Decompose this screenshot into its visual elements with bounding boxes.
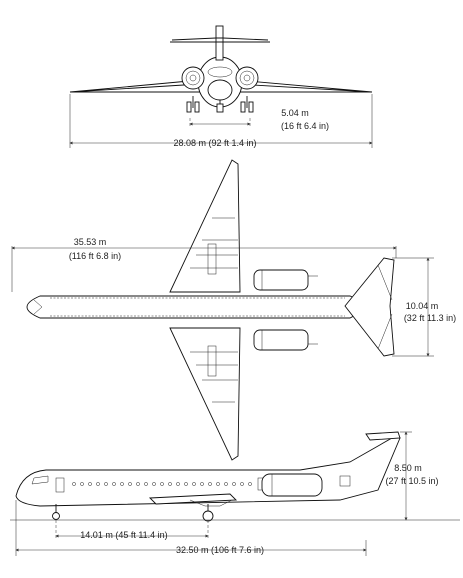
height-metric-label: 8.50 m <box>394 463 422 473</box>
overall-length-imperial-label: (116 ft 6.8 in) <box>69 251 121 261</box>
tailspan-imperial-label: (32 ft 11.3 in) <box>404 313 456 323</box>
wingspan-label: 28.08 m (92 ft 1.4 in) <box>173 138 256 148</box>
top-view: 35.53 m (116 ft 6.8 in) 10.04 m (32 ft 1… <box>11 159 456 461</box>
fuselage-length-label: 32.50 m (106 ft 7.6 in) <box>176 545 264 555</box>
cabin-windows <box>72 482 252 486</box>
track-imperial-label: (16 ft 6.4 in) <box>281 121 329 131</box>
wheelbase-label: 14.01 m (45 ft 11.4 in) <box>80 530 167 540</box>
height-imperial-label: (27 ft 10.5 in) <box>385 476 438 486</box>
track-metric-label: 5.04 m <box>281 108 309 118</box>
overall-length-metric-label: 35.53 m <box>74 237 107 247</box>
side-view: 8.50 m (27 ft 10.5 in) 14.01 m (45 ft 11… <box>10 431 460 556</box>
front-view: 5.04 m (16 ft 6.4 in) 28.08 m (92 ft 1.4… <box>69 25 373 148</box>
tailspan-metric-label: 10.04 m <box>406 301 439 311</box>
